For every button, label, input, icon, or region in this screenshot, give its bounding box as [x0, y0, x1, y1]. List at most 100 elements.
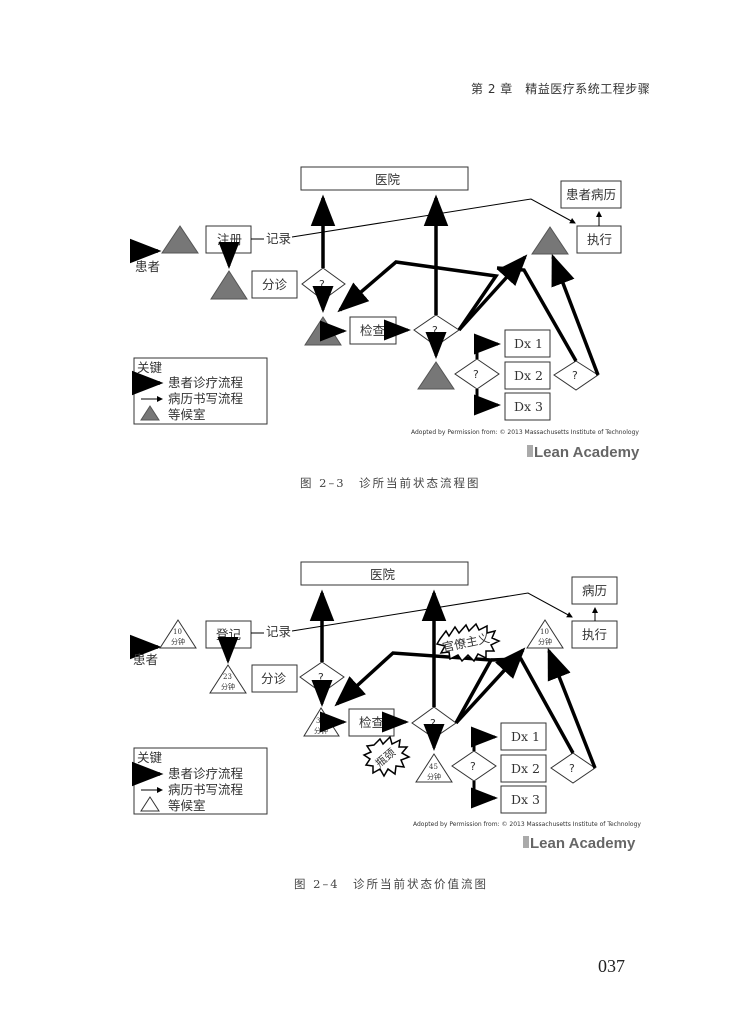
running-head: 第 2 章 精益医疗系统工程步骤 — [471, 82, 651, 96]
credit-text: Adopted by Permission from: © 2013 Massa… — [411, 429, 639, 436]
arrow-to-execute-wait — [454, 647, 526, 725]
svg-text:Dx 1: Dx 1 — [514, 336, 543, 351]
arrow-final-to-wait — [547, 647, 597, 769]
credit-text: Adopted by Permission from: © 2013 Massa… — [413, 821, 641, 828]
svg-text:Lean Academy: Lean Academy — [534, 444, 640, 461]
svg-text:Dx 1: Dx 1 — [511, 729, 540, 744]
decision-final: ? — [553, 360, 599, 391]
node-execute: 执行 — [571, 620, 618, 649]
waiting-room-triage — [210, 270, 248, 300]
node-exam: 检查 — [348, 708, 395, 737]
waiting-room-dx: 45 分钟 — [415, 753, 453, 783]
figure-caption: 图 2–3 诊所当前状态流程图 — [300, 476, 481, 490]
decision-exam: ? — [411, 706, 457, 739]
record-flow-line — [291, 198, 576, 238]
svg-text:Lean Academy: Lean Academy — [530, 835, 636, 852]
svg-text:?: ? — [319, 278, 325, 291]
svg-text:登记: 登记 — [216, 627, 242, 642]
arrow-return-loop — [334, 651, 494, 724]
node-exam-label: 检查 — [360, 323, 386, 338]
svg-text:45: 45 — [429, 763, 438, 771]
node-dx1: Dx 1 — [500, 722, 547, 751]
page-number: 037 — [598, 956, 625, 976]
waiting-room-dx — [417, 361, 455, 390]
record-flow-label: 记录 — [266, 231, 291, 246]
svg-text:病历书写流程: 病历书写流程 — [168, 391, 244, 406]
svg-text:10: 10 — [540, 628, 549, 636]
node-records: 患者病历 — [560, 180, 622, 209]
arrow-to-dx3 — [474, 389, 501, 416]
svg-text:记录: 记录 — [266, 624, 291, 639]
svg-text:分钟: 分钟 — [538, 637, 552, 646]
legend-title: 关键 — [137, 360, 163, 375]
waiting-room-triage: 23 分钟 — [209, 664, 247, 694]
filled-triangle-icon — [140, 405, 160, 421]
arrow-to-dx1 — [471, 726, 498, 751]
patient-label: 患者 — [135, 259, 160, 274]
svg-text:?: ? — [432, 324, 438, 337]
node-records: 病历 — [571, 576, 618, 605]
svg-text:患者: 患者 — [133, 652, 158, 667]
lean-academy-logo: Lean Academy — [523, 835, 636, 852]
waiting-room-exam — [304, 316, 342, 346]
arrow-final-to-wait — [551, 253, 600, 376]
svg-text:Dx 2: Dx 2 — [514, 368, 543, 383]
decision-dx: ? — [454, 358, 500, 390]
svg-text:等候室: 等候室 — [168, 798, 206, 813]
waiting-room-execute — [531, 226, 569, 255]
svg-text:病历书写流程: 病历书写流程 — [168, 782, 244, 797]
svg-text:?: ? — [470, 760, 476, 773]
svg-text:Dx 3: Dx 3 — [511, 792, 540, 807]
svg-text:分钟: 分钟 — [427, 772, 441, 781]
record-flow-line — [291, 592, 573, 632]
node-execute-label: 执行 — [587, 232, 612, 247]
svg-text:35: 35 — [316, 717, 325, 725]
legend: 关键 患者诊疗流程 病历书写流程 等候室 — [132, 747, 268, 815]
decision-exam: ? — [413, 314, 460, 347]
node-register: 登记 — [205, 620, 252, 649]
waiting-room-entry: 10 分钟 — [159, 619, 197, 649]
svg-text:执行: 执行 — [582, 627, 607, 642]
waiting-room-exam: 35 分钟 — [303, 707, 340, 737]
node-dx2: Dx 2 — [500, 754, 547, 783]
node-triage-label: 分诊 — [262, 277, 288, 292]
decision-final: ? — [550, 752, 596, 784]
node-triage: 分诊 — [251, 664, 298, 693]
burst-bureaucracy: 官僚主义 — [435, 622, 501, 663]
arrow-to-dx1 — [474, 333, 501, 359]
node-execute: 执行 — [576, 225, 622, 254]
svg-text:病历: 病历 — [582, 583, 607, 598]
svg-text:?: ? — [473, 368, 479, 381]
svg-text:?: ? — [318, 671, 324, 684]
node-register: 注册 — [205, 225, 252, 254]
node-triage: 分诊 — [251, 270, 298, 299]
svg-text:?: ? — [569, 762, 575, 775]
svg-text:关键: 关键 — [137, 750, 163, 765]
svg-text:分钟: 分钟 — [314, 726, 328, 735]
legend: 关键 患者诊疗流程 病历书写流程 等候室 — [132, 357, 268, 425]
lean-academy-logo: Lean Academy — [527, 444, 640, 461]
svg-text:Dx 3: Dx 3 — [514, 399, 543, 414]
arrow-to-dx3 — [471, 781, 498, 809]
figure-2-4: 医院 病历 执行 患者 10 分钟 登记 记录 23 分钟 分诊 ? 35 — [0, 395, 730, 895]
node-dx3: Dx 3 — [504, 392, 551, 421]
node-dx3: Dx 3 — [500, 785, 547, 814]
figure-2-3: 医院 患者病历 执行 患者 注册 记录 分诊 ? 检查 — [0, 0, 730, 500]
svg-text:患者诊疗流程: 患者诊疗流程 — [168, 766, 244, 781]
burst-bottleneck: 瓶颈 — [362, 735, 411, 778]
waiting-room-execute: 10 分钟 — [526, 619, 564, 649]
node-hospital-label: 医院 — [375, 172, 401, 187]
svg-text:分钟: 分钟 — [171, 637, 185, 646]
node-records-label: 患者病历 — [566, 187, 616, 202]
svg-text:23: 23 — [223, 673, 232, 681]
svg-text:医院: 医院 — [370, 567, 396, 582]
svg-text:分钟: 分钟 — [221, 682, 235, 691]
node-register-label: 注册 — [217, 232, 242, 247]
flowchart-current-state: 医院 患者病历 执行 患者 注册 记录 分诊 ? 检查 — [130, 166, 640, 461]
svg-text:等候室: 等候室 — [168, 407, 206, 422]
waiting-room-entry — [161, 225, 199, 254]
decision-triage: ? — [301, 267, 346, 301]
node-exam: 检查 — [349, 316, 397, 345]
svg-text:?: ? — [430, 717, 436, 730]
arrow-return-loop — [337, 260, 500, 331]
